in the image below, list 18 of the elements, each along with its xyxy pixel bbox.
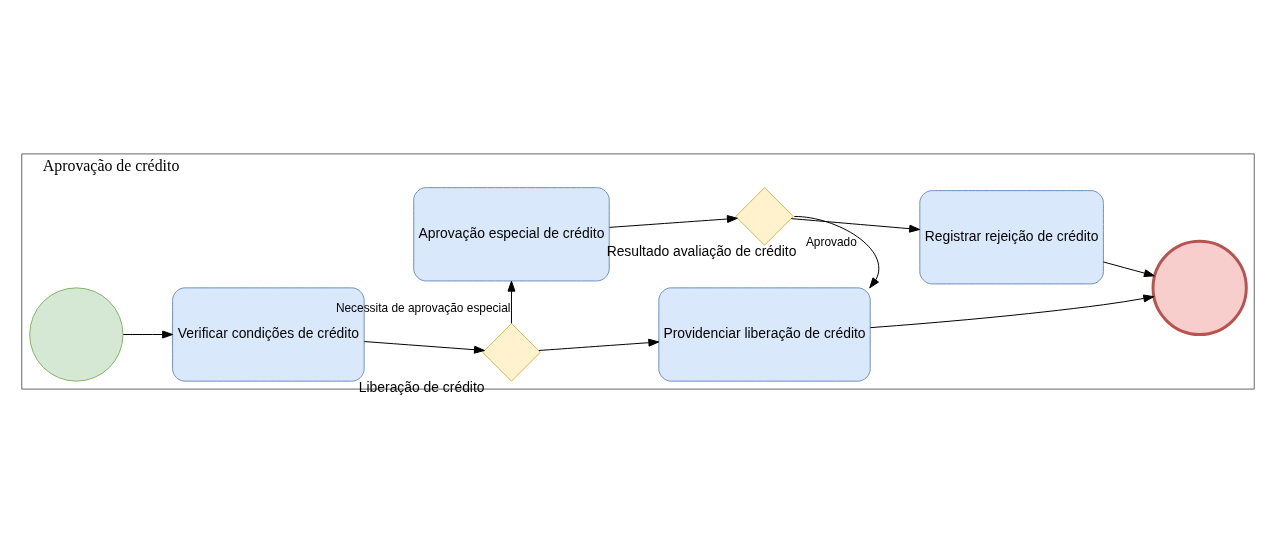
arrow bbox=[363, 341, 485, 354]
node-label: Liberação de crédito bbox=[358, 379, 485, 396]
node-diamond bbox=[735, 187, 794, 246]
node-box: Registrar rejeição de crédito bbox=[919, 190, 1104, 285]
arrow bbox=[609, 215, 738, 228]
arrow bbox=[507, 280, 516, 324]
edge-label: Necessita de aprovação especial bbox=[335, 300, 511, 315]
node-box: Providenciar liberação de crédito bbox=[658, 287, 871, 382]
arrow bbox=[790, 218, 921, 233]
edge-label: Aprovado bbox=[805, 235, 857, 250]
node-circle bbox=[29, 287, 124, 382]
arrow bbox=[122, 330, 174, 339]
node-circle bbox=[1151, 239, 1248, 336]
arrow bbox=[869, 294, 1155, 329]
node-diamond bbox=[482, 323, 541, 382]
arrow bbox=[1102, 261, 1155, 278]
arrow bbox=[793, 215, 880, 289]
arrow bbox=[538, 338, 660, 351]
